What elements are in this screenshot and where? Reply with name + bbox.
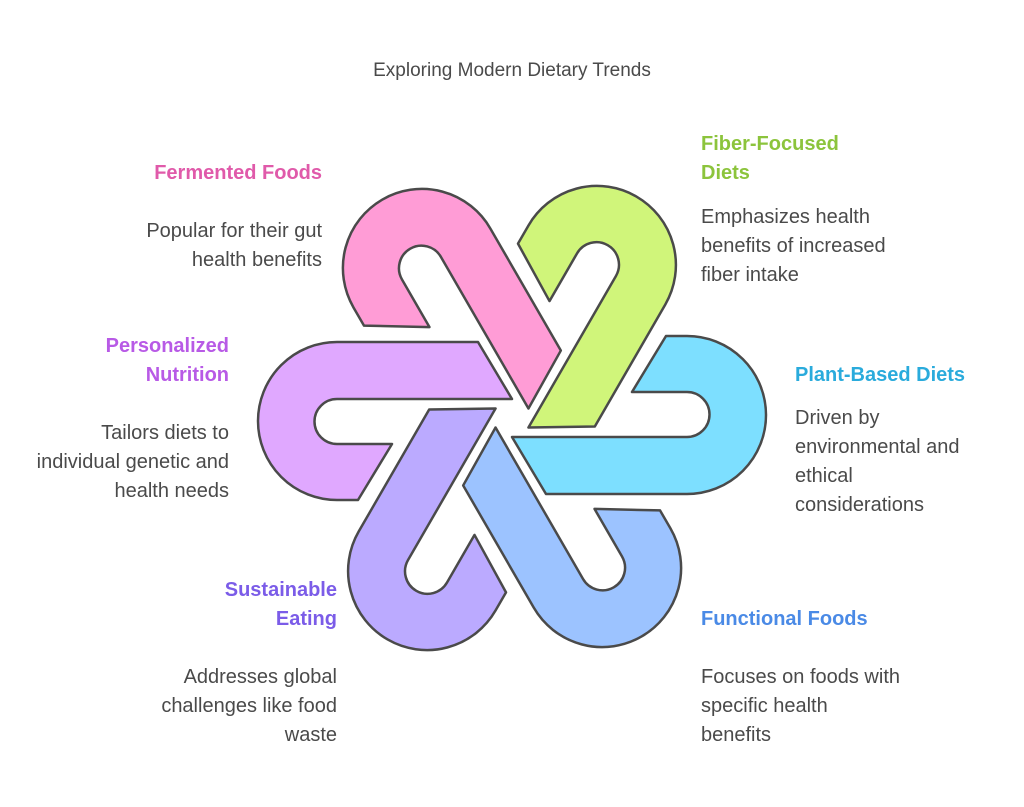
desc-plant-based-diets: Driven by environmental and ethical cons… — [795, 407, 960, 516]
label-plant-based-diets: Plant-Based Diets — [795, 364, 966, 386]
desc-fermented-foods: Popular for their gut health benefits — [146, 220, 322, 271]
desc-personalized-nutrition: Tailors diets to individual genetic and … — [36, 422, 229, 502]
label-fermented-foods: Fermented Foods — [154, 162, 322, 184]
label-sustainable-eating: Sustainable Eating — [224, 579, 337, 630]
diagram-title: Exploring Modern Dietary Trends — [373, 60, 651, 81]
desc-fiber-focused-diets: Emphasizes health benefits of increased … — [701, 206, 886, 286]
label-personalized-nutrition: Personalized Nutrition — [105, 335, 229, 386]
desc-sustainable-eating: Addresses global challenges like food wa… — [161, 666, 337, 746]
label-functional-foods: Functional Foods — [701, 608, 868, 630]
desc-functional-foods: Focuses on foods with specific health be… — [701, 666, 900, 746]
label-fiber-focused-diets: Fiber-Focused Diets — [701, 133, 839, 184]
